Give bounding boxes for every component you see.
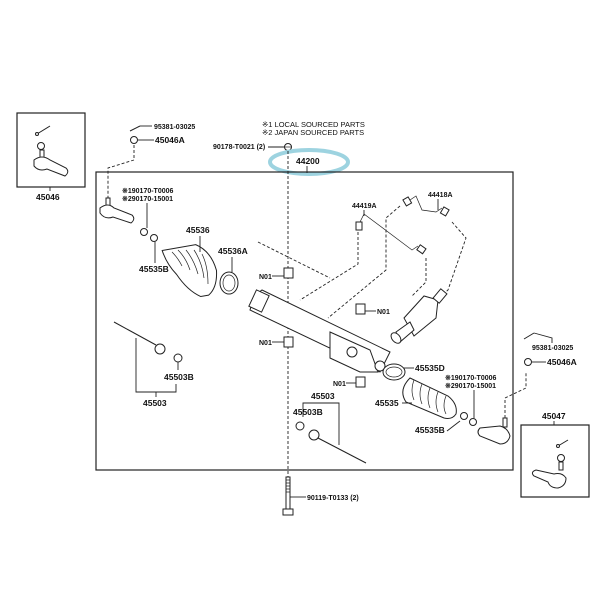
label-tie-rod-end-left[interactable]: 45046 — [36, 192, 60, 202]
tie-rod-end-right-box — [520, 424, 590, 498]
alignment-line — [431, 221, 467, 305]
inner-rod-left-icon — [113, 321, 166, 355]
label-cotter-pin-left[interactable]: 95381-03025 — [154, 124, 195, 131]
cotter-pin-left-icon — [129, 125, 141, 132]
label-clip-left[interactable]: 45535B — [139, 264, 169, 274]
tie-rod-end-left-inner-icon — [99, 197, 135, 224]
tube-44418a-icon — [402, 195, 450, 217]
note-japan-sourced: ※2 JAPAN SOURCED PARTS — [262, 128, 364, 137]
bottom-bolt-icon — [282, 476, 294, 516]
label-inner-rod-left-washer[interactable]: 45503B — [164, 372, 194, 382]
label-tube-44419a[interactable]: 44419A — [352, 203, 377, 210]
clamp-left-icon — [219, 271, 239, 295]
label-boot-left[interactable]: 45536 — [186, 225, 210, 235]
label-nut-left[interactable]: 45046A — [155, 135, 185, 145]
tie-rod-end-left-icon — [33, 125, 69, 177]
label-boot-right[interactable]: 45535 — [375, 398, 399, 408]
label-inner-rod-left[interactable]: 45503 — [143, 398, 167, 408]
tie-rod-end-right-icon — [531, 439, 569, 489]
pinion-valve-icon — [390, 288, 448, 344]
plug-n01-c-icon — [283, 336, 294, 348]
label-nut-right[interactable]: 45046A — [547, 357, 577, 367]
main-assembly-frame — [95, 171, 514, 471]
label-clamp-right[interactable]: 45535D — [415, 363, 445, 373]
label-nut-left-alt-1[interactable]: ※190170-T0006 — [122, 187, 174, 195]
label-n01-d[interactable]: N01 — [333, 381, 346, 388]
clamp-right-icon — [382, 363, 406, 381]
cotter-pin-right-icon — [523, 332, 535, 340]
label-tie-rod-end-right[interactable]: 45047 — [542, 411, 566, 421]
label-n01-b[interactable]: N01 — [377, 309, 390, 316]
label-clip-right[interactable]: 45535B — [415, 425, 445, 435]
tube-44419a-icon — [355, 213, 427, 255]
rack-housing-icon — [248, 289, 391, 373]
alignment-line — [257, 241, 331, 279]
washer-right-icon — [295, 421, 305, 431]
label-inner-rod-right-washer[interactable]: 45503B — [293, 407, 323, 417]
label-nut-right-alt-1[interactable]: ※190170-T0006 — [445, 374, 497, 382]
alignment-line — [299, 232, 359, 301]
label-tube-44418a[interactable]: 44418A — [428, 192, 453, 199]
boot-left-icon — [161, 244, 218, 298]
clip-right-icon — [460, 412, 468, 420]
nut-left-icon — [130, 136, 138, 144]
label-bottom-bolt[interactable]: 90119-T0133 (2) — [307, 495, 359, 502]
alignment-line — [107, 145, 135, 198]
leader-bracket — [302, 402, 340, 445]
label-nut-left-alt-2[interactable]: ※290170-15001 — [122, 195, 173, 203]
plug-n01-b-icon — [355, 303, 366, 315]
alignment-line — [327, 205, 401, 319]
note-local-sourced: ※1 LOCAL SOURCED PARTS — [262, 120, 365, 129]
label-cotter-pin-right[interactable]: 95381-03025 — [532, 345, 573, 352]
leader-line — [446, 420, 461, 432]
label-clamp-left[interactable]: 45536A — [218, 246, 248, 256]
alignment-line — [411, 258, 427, 297]
nut-right-outer-icon — [524, 358, 532, 366]
label-top-bolt[interactable]: 90178-T0021 (2) — [213, 144, 265, 151]
nut-right-icon — [469, 418, 477, 426]
leader-line — [533, 332, 553, 343]
inner-rod-right-icon — [308, 429, 367, 464]
tie-rod-end-right-inner-icon — [477, 417, 511, 445]
washer-left-icon — [173, 353, 183, 363]
boot-right-icon — [402, 377, 457, 419]
label-nut-right-alt-2[interactable]: ※290170-15001 — [445, 382, 496, 390]
nut-left-inner-icon — [140, 228, 148, 236]
label-n01-a[interactable]: N01 — [259, 274, 272, 281]
alignment-line — [504, 372, 527, 418]
clip-left-icon — [150, 234, 158, 242]
highlight-ellipse — [268, 148, 350, 176]
label-n01-c[interactable]: N01 — [259, 340, 272, 347]
plug-n01-a-icon — [283, 267, 294, 279]
plug-n01-d-icon — [355, 376, 366, 388]
tie-rod-end-left-box — [16, 112, 86, 188]
label-main-assembly[interactable]: 44200 — [296, 156, 320, 166]
label-inner-rod-right[interactable]: 45503 — [311, 391, 335, 401]
